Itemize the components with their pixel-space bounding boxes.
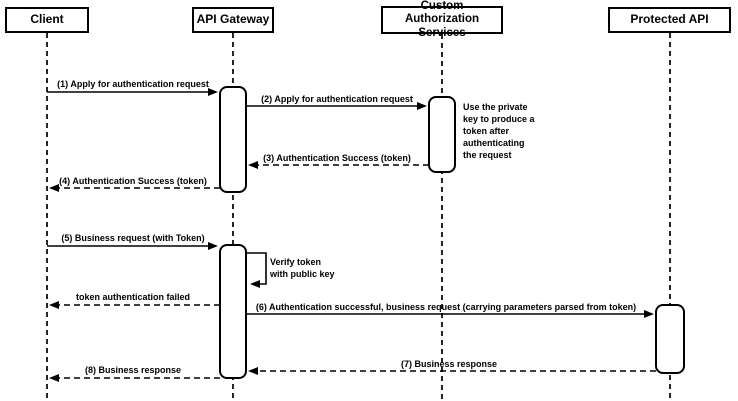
participant-client: Client bbox=[5, 7, 89, 33]
note-private-key-label: Use the private key to produce a token a… bbox=[463, 102, 535, 160]
participant-api-gateway: API Gateway bbox=[192, 7, 274, 33]
arrow-self-verify-token bbox=[246, 252, 267, 288]
message-5-label: (5) Business request (with Token) bbox=[61, 233, 205, 243]
message-8-label: (8) Business response bbox=[84, 365, 182, 375]
message-3-label: (3) Authentication Success (token) bbox=[263, 153, 411, 163]
activation-protected-api bbox=[655, 304, 685, 374]
activation-custom-authorization bbox=[428, 96, 456, 173]
self-message-verify-token-label: Verify token with public key bbox=[270, 257, 335, 279]
message-token-auth-failed-label: token authentication failed bbox=[75, 292, 191, 302]
message-6-label: (6) Authentication successful, business … bbox=[255, 302, 637, 312]
activation-api-gateway-auth bbox=[219, 86, 247, 193]
message-1-label: (1) Apply for authentication request bbox=[57, 79, 209, 89]
participant-protected-api: Protected API bbox=[608, 7, 731, 33]
activation-api-gateway-business bbox=[219, 244, 247, 379]
message-2-label: (2) Apply for authentication request bbox=[261, 94, 413, 104]
message-4-label: (4) Authentication Success (token) bbox=[59, 176, 207, 186]
participant-custom-authorization-services: Custom Authorization Services bbox=[381, 0, 503, 39]
message-7-label: (7) Business response bbox=[400, 359, 498, 369]
